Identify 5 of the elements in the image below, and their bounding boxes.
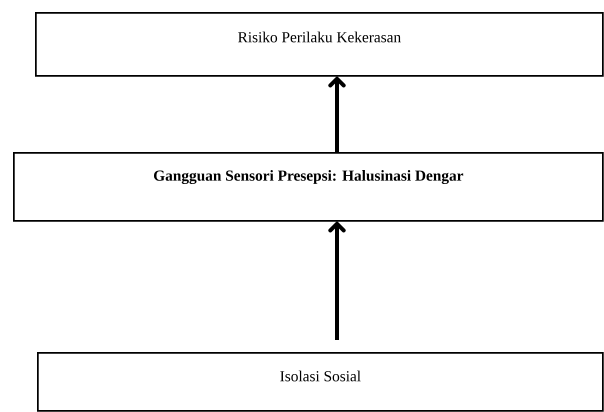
- process-box: Isolasi Sosial: [37, 352, 604, 412]
- process-box: Risiko Perilaku Kekerasan: [35, 12, 604, 77]
- arrow: [328, 222, 346, 340]
- process-box: Gangguan Sensori Presepsi: Halusinasi Dengar: [13, 152, 604, 222]
- arrow: [328, 76, 346, 152]
